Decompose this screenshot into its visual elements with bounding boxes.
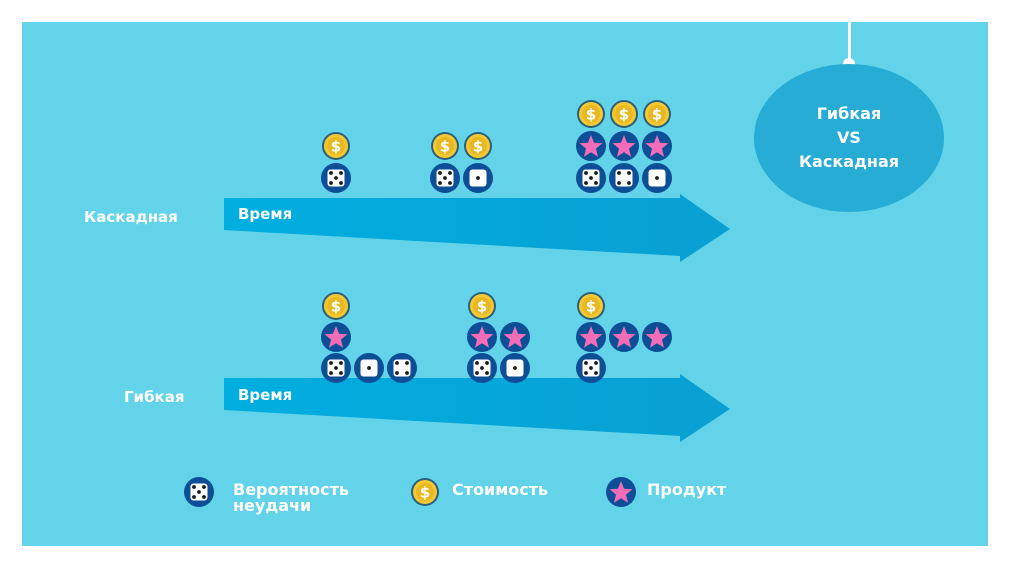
svg-text:$: $ — [473, 138, 483, 156]
dice-icon — [354, 353, 384, 383]
dice-icon — [321, 353, 351, 383]
legend-label-cost: Стоимость — [452, 480, 549, 499]
star-icon — [642, 131, 672, 161]
dice-icon — [387, 353, 417, 383]
legend-failure-line1: Вероятность — [233, 480, 349, 499]
legend-label-product: Продукт — [647, 480, 727, 499]
legend-dice-icon — [184, 477, 214, 507]
coin-icon: $ — [321, 131, 351, 161]
legend-star-icon — [606, 477, 636, 507]
dice-icon — [642, 163, 672, 193]
star-icon — [467, 322, 497, 352]
time-arrow-waterfall — [224, 194, 730, 262]
legend-label-failure: Вероятность неудачи — [233, 482, 349, 514]
dice-icon — [609, 163, 639, 193]
dice-icon — [576, 353, 606, 383]
dice-icon — [463, 163, 493, 193]
star-icon — [576, 322, 606, 352]
row-label-agile: Гибкая — [124, 388, 185, 406]
coin-icon: $ — [576, 291, 606, 321]
legend-failure-line2: неудачи — [233, 496, 312, 515]
time-arrow-agile — [224, 374, 730, 442]
legend-coin-icon: $ — [410, 477, 440, 507]
dice-icon — [430, 163, 460, 193]
arrow-label-waterfall: Время — [238, 205, 293, 223]
svg-text:$: $ — [652, 106, 662, 124]
svg-text:$: $ — [586, 106, 596, 124]
title-line-2: VS — [837, 128, 861, 147]
svg-text:$: $ — [619, 106, 629, 124]
title-circle: Гибкая VS Каскадная — [754, 64, 944, 212]
dice-icon — [576, 163, 606, 193]
row-label-waterfall: Каскадная — [84, 208, 178, 226]
hanging-line — [848, 0, 851, 62]
coin-icon: $ — [321, 291, 351, 321]
dice-icon — [321, 163, 351, 193]
title-line-3: Каскадная — [798, 152, 900, 171]
coin-icon: $ — [609, 99, 639, 129]
svg-text:$: $ — [420, 484, 430, 502]
coin-icon: $ — [642, 99, 672, 129]
coin-icon: $ — [467, 291, 497, 321]
dice-icon — [467, 353, 497, 383]
svg-text:$: $ — [331, 138, 341, 156]
star-icon — [642, 322, 672, 352]
svg-text:$: $ — [586, 298, 596, 316]
coin-icon: $ — [463, 131, 493, 161]
arrow-label-agile: Время — [238, 386, 293, 404]
coin-icon: $ — [576, 99, 606, 129]
title-line-1: Гибкая — [816, 104, 882, 123]
svg-text:$: $ — [440, 138, 450, 156]
dice-icon — [500, 353, 530, 383]
star-icon — [321, 322, 351, 352]
star-icon — [609, 131, 639, 161]
svg-text:$: $ — [477, 298, 487, 316]
svg-text:$: $ — [331, 298, 341, 316]
star-icon — [576, 131, 606, 161]
coin-icon: $ — [430, 131, 460, 161]
star-icon — [500, 322, 530, 352]
star-icon — [609, 322, 639, 352]
